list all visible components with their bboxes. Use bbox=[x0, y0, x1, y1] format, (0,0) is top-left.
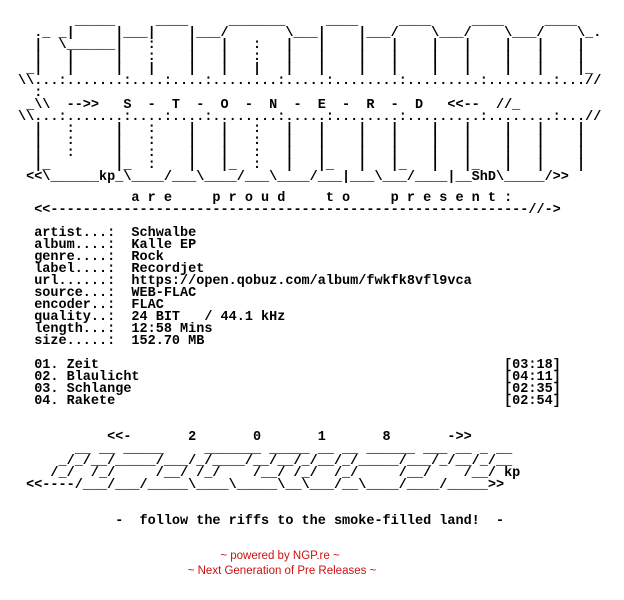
powered-by-footer: ~ powered by NGP.re ~ bbox=[220, 550, 340, 562]
motto-line: - follow the riffs to the smoke-filled l… bbox=[18, 514, 505, 529]
ngp-footer: ~ Next Generation of Pre Releases ~ bbox=[187, 565, 377, 577]
release-info-block: artist...: Schwalbe album....: Kalle EP … bbox=[34, 226, 472, 349]
year-banner: <<- 2 0 1 8 ->> bbox=[18, 430, 472, 445]
stonerd-ascii-logo: _____ ____ _______ ____ ____ ____ ____ .… bbox=[18, 14, 602, 185]
ascii-divider: <<--------------------------------------… bbox=[18, 203, 561, 218]
tracklist: 01. Zeit [03:18] 02. Blaulicht [04:11] 0… bbox=[34, 358, 561, 409]
presents-tagline: a r e p r o u d t o p r e s e n t : bbox=[18, 191, 513, 206]
bottom-ascii-logo: __ __ _____ _______ _____ __ __ ______ _… bbox=[26, 442, 521, 493]
